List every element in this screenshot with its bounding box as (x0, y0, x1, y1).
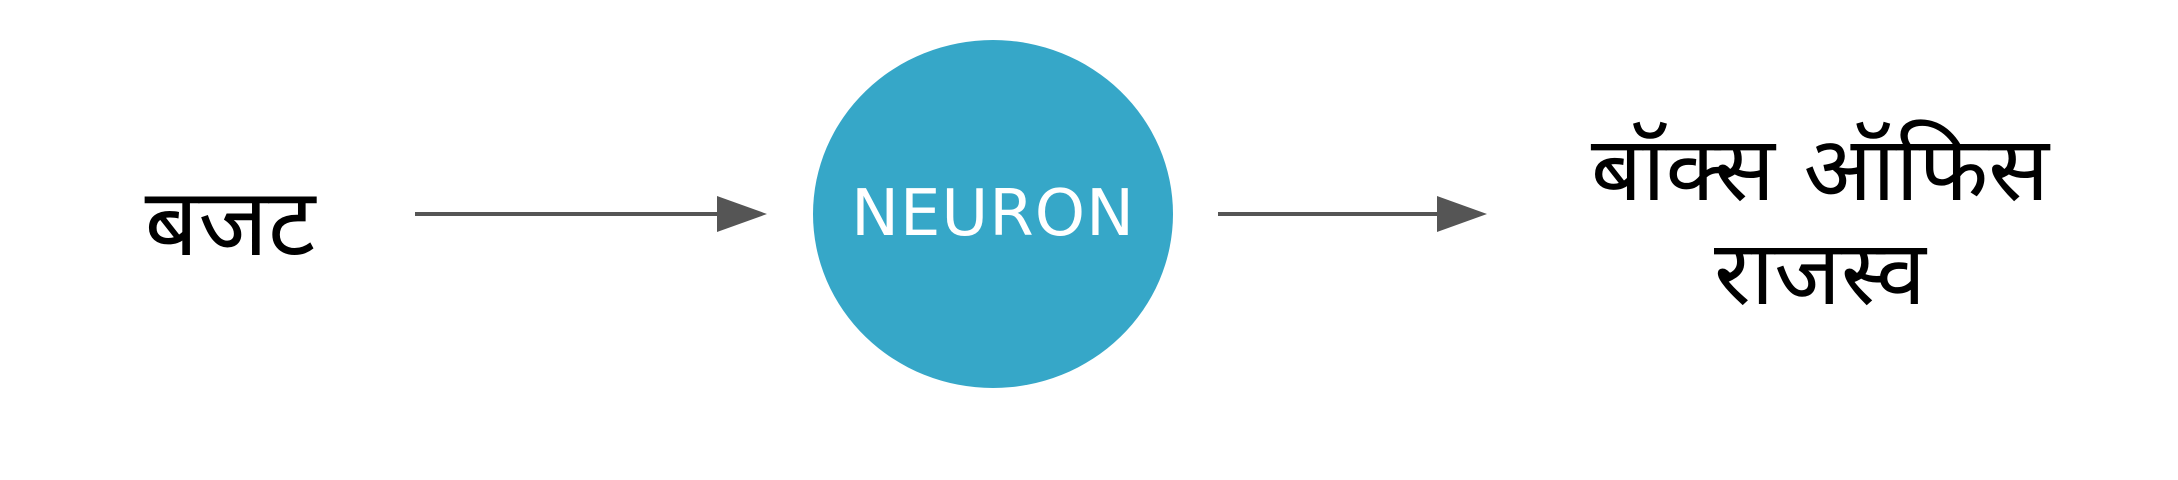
output-arrow-head (1437, 196, 1487, 232)
neuron-label: NEURON (851, 177, 1135, 251)
input-label: बजट (144, 169, 316, 278)
input-arrow (415, 196, 767, 232)
neuron-node: NEURON (813, 40, 1173, 388)
output-arrow (1218, 196, 1487, 232)
input-arrow-head (717, 196, 767, 232)
output-label: बॉक्स ऑफिस राजस्व (1510, 118, 2130, 325)
output-label-line1: बॉक्स ऑफिस (1590, 117, 2050, 222)
output-label-line2: राजस्व (1714, 220, 1926, 326)
